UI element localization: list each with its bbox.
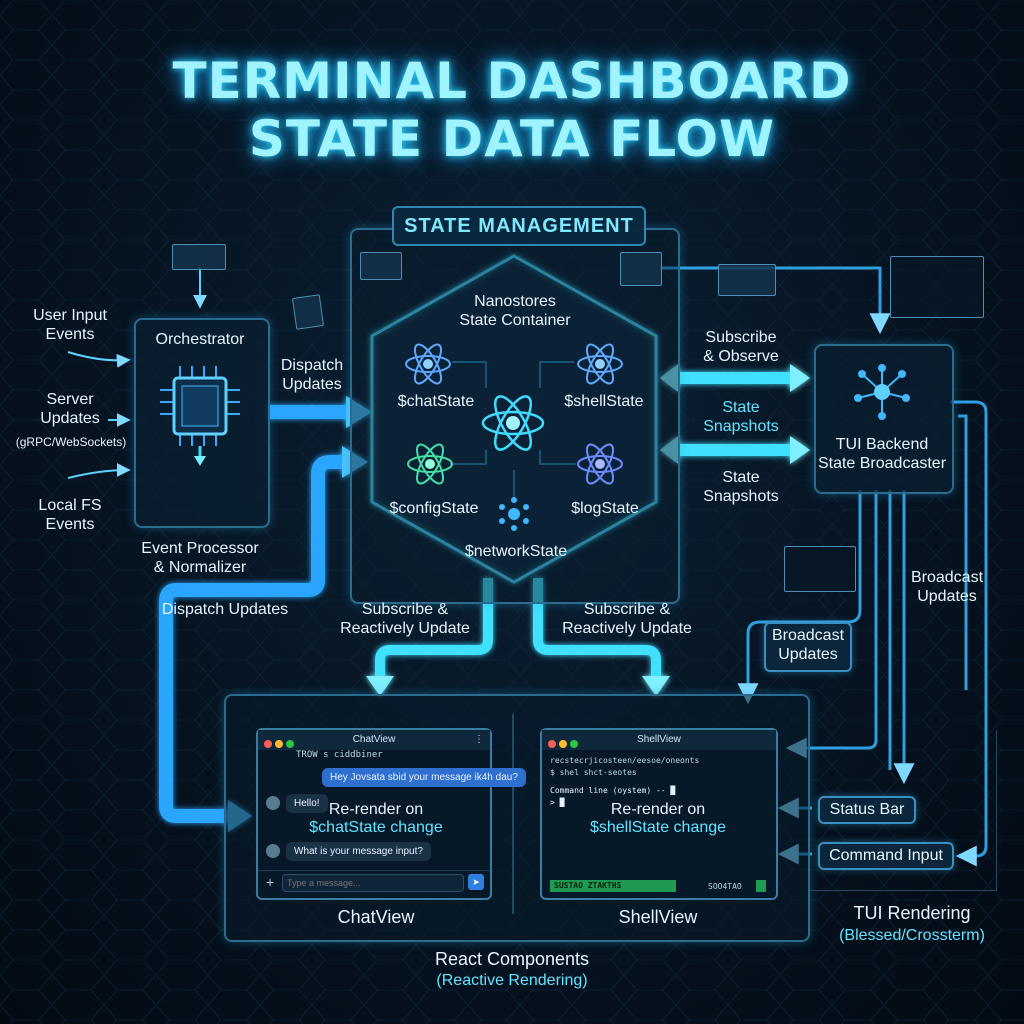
subscribe-wire-right xyxy=(533,578,661,680)
terminal-snippet-icon xyxy=(784,546,856,592)
orchestrator-title: Orchestrator xyxy=(155,331,245,348)
cpu-chip-icon xyxy=(160,366,240,466)
shell-rerender-line1: Re-render on xyxy=(610,801,706,818)
react-rendering-sublabel: (Reactive Rendering) xyxy=(436,972,588,989)
chat-message: What is your message input? xyxy=(286,842,431,861)
panel-divider xyxy=(512,714,514,914)
shell-line: $ shel shct-seotes xyxy=(550,768,637,777)
state-snapshots-label-2: State Snapshots xyxy=(703,469,779,505)
shell-line: Command line (oystem) -- █ xyxy=(550,786,676,795)
shell-line: > █ xyxy=(550,798,565,807)
user-input-events-label: User Input Events xyxy=(33,307,107,343)
status-bar-widget[interactable]: Status Bar xyxy=(818,796,916,824)
network-node-icon xyxy=(499,497,529,531)
store-log-state: $logState xyxy=(571,500,639,517)
tui-rendering-frame xyxy=(810,730,997,891)
maximize-dot-icon[interactable] xyxy=(570,740,578,748)
shell-status-left: SUSTAO ZTAKTHS xyxy=(554,881,622,890)
chat-view-caption: ChatView xyxy=(337,907,415,927)
tui-rendering-sublabel: (Blessed/Crossterm) xyxy=(839,927,985,944)
shell-status-right: SOO4TAO xyxy=(708,882,742,891)
server-updates-label: Server Updates xyxy=(40,391,100,427)
shell-window-titlebar: ShellView xyxy=(542,730,776,750)
minimize-dot-icon[interactable] xyxy=(559,740,567,748)
chat-message: Hey Jovsata sbid your message ik4h dau? xyxy=(322,768,526,787)
atom-icon xyxy=(405,343,451,385)
document-icon xyxy=(718,264,776,296)
store-shell-state: $shellState xyxy=(564,393,644,410)
shell-view-caption: ShellView xyxy=(618,907,698,927)
chat-header-text: TROW s ciddbiner xyxy=(296,750,383,760)
document-icon xyxy=(620,252,662,286)
shell-window-title: ShellView xyxy=(637,734,681,745)
close-dot-icon[interactable] xyxy=(264,740,272,748)
shell-line: recstecrjicosteen/eesoe/oneonts xyxy=(550,756,700,765)
shell-rerender-line2: $shellState change xyxy=(589,819,727,836)
chat-rerender-line2: $chatState change xyxy=(309,819,443,836)
local-fs-events-label: Local FS Events xyxy=(38,497,102,533)
maximize-dot-icon[interactable] xyxy=(286,740,294,748)
subscribe-wire-left xyxy=(375,578,493,680)
chat-window-titlebar: ChatView ⋮ xyxy=(258,730,490,750)
subscribe-label-right: Subscribe & Reactively Update xyxy=(562,601,692,637)
more-vert-icon[interactable]: ⋮ xyxy=(474,734,484,745)
store-chat-state: $chatState xyxy=(397,393,475,410)
command-input-widget[interactable]: Command Input xyxy=(818,842,954,870)
subscribe-label-left: Subscribe & Reactively Update xyxy=(340,601,470,637)
send-icon[interactable]: ➤ xyxy=(468,874,484,890)
document-icon xyxy=(360,252,402,280)
avatar xyxy=(266,796,280,810)
tui-rendering-label: TUI Rendering xyxy=(853,903,971,923)
atom-icon xyxy=(577,443,623,485)
state-management-badge: STATE MANAGEMENT xyxy=(392,206,646,246)
tui-backend-title: TUI Backend State Broadcaster xyxy=(817,436,947,472)
orchestrator-caption: Event Processor & Normalizer xyxy=(141,540,259,576)
broadcast-updates-label-1: Broadcast Updates xyxy=(910,569,984,605)
title-line-2: STATE DATA FLOW xyxy=(248,110,776,168)
document-icon xyxy=(890,256,984,318)
state-container-title: Nanostores State Container xyxy=(459,293,571,329)
title-line-1: TERMINAL DASHBOARD xyxy=(172,52,852,110)
react-components-label: React Components xyxy=(434,949,590,969)
atom-icon xyxy=(407,443,453,485)
dispatch-updates-label-bottom: Dispatch Updates xyxy=(161,601,289,618)
state-management-panel xyxy=(350,228,680,604)
chat-message: Hello! xyxy=(286,794,328,813)
atom-icon xyxy=(577,343,623,385)
document-icon xyxy=(172,244,226,270)
shell-view-window: ShellView recstecrjicosteen/eesoe/oneont… xyxy=(540,728,778,900)
add-icon[interactable]: + xyxy=(266,874,275,890)
shell-status-bar: SUSTAO ZTAKTHS xyxy=(550,880,676,892)
network-hub-icon xyxy=(854,364,910,420)
store-network-state: $networkState xyxy=(464,543,568,560)
store-config-state: $configState xyxy=(389,500,479,517)
dispatch-wire-loop xyxy=(159,455,350,823)
close-dot-icon[interactable] xyxy=(548,740,556,748)
shell-status-block xyxy=(756,880,766,892)
fs-arrow xyxy=(67,463,131,479)
broadcast-updates-label-2: Broadcast Updates xyxy=(764,622,852,672)
minimize-dot-icon[interactable] xyxy=(275,740,283,748)
dispatch-updates-label-top: Dispatch Updates xyxy=(280,357,344,393)
message-input[interactable] xyxy=(282,874,464,892)
state-snapshots-label-1: State Snapshots xyxy=(703,399,779,435)
user-input-arrow xyxy=(67,351,131,368)
atom-icon xyxy=(481,395,545,451)
chat-rerender-line1: Re-render on xyxy=(328,801,424,818)
chat-window-title: ChatView xyxy=(352,734,396,745)
avatar xyxy=(266,844,280,858)
server-protocol-label: (gRPC/WebSockets) xyxy=(15,435,127,449)
chat-view-window: ChatView ⋮ TROW s ciddbiner Hey Jovsata … xyxy=(256,728,526,900)
document-icon xyxy=(291,294,325,330)
subscribe-observe-label: Subscribe & Observe xyxy=(703,329,779,365)
